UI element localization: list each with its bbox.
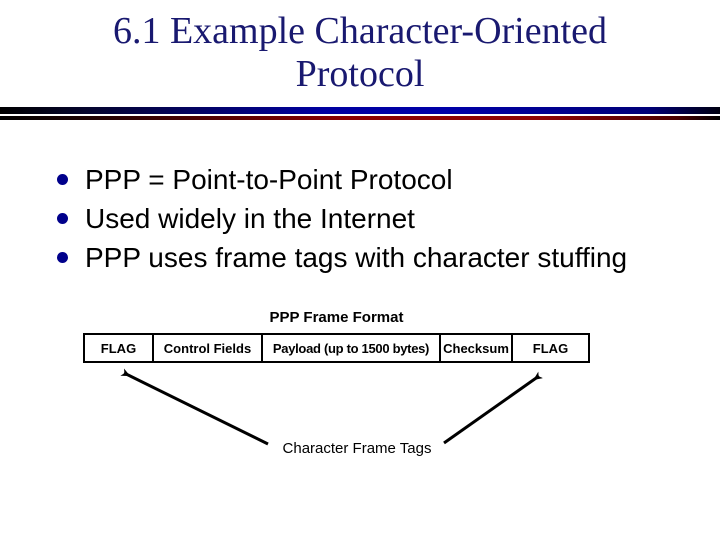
- bullet-list: PPP = Point-to-Point Protocol Used widel…: [57, 160, 627, 277]
- frame-format-table: FLAG Control Fields Payload (up to 1500 …: [83, 333, 590, 363]
- divider-red-bar: [0, 116, 720, 120]
- table-cell-checksum: Checksum: [441, 335, 513, 361]
- slide-title: 6.1 Example Character-Oriented Protocol: [112, 10, 608, 95]
- table-cell-control: Control Fields: [154, 335, 263, 361]
- table-cell-payload: Payload (up to 1500 bytes): [263, 335, 441, 361]
- frame-tag-arrows: [120, 368, 543, 446]
- right-frame-tag-arrow: [443, 371, 543, 445]
- left-frame-tag-arrow: [120, 368, 269, 446]
- frame-tags-label: Character Frame Tags: [282, 440, 432, 457]
- frame-format-caption: PPP Frame Format: [269, 309, 404, 326]
- bullet-icon: [57, 213, 68, 224]
- divider-gap: [0, 114, 720, 116]
- bullet-text: PPP = Point-to-Point Protocol: [85, 164, 453, 195]
- list-item: PPP = Point-to-Point Protocol: [57, 160, 627, 199]
- divider-blue-bar: [0, 107, 720, 114]
- bullet-icon: [57, 252, 68, 263]
- bullet-icon: [57, 174, 68, 185]
- list-item: Used widely in the Internet: [57, 199, 627, 238]
- bullet-text: PPP uses frame tags with character stuff…: [85, 242, 628, 273]
- bullet-text: Used widely in the Internet: [85, 203, 415, 234]
- table-cell-flag-right: FLAG: [532, 340, 569, 356]
- table-cell-flag-left: FLAG: [85, 335, 154, 361]
- list-item: PPP uses frame tags with character stuff…: [57, 238, 627, 277]
- title-divider: [0, 107, 720, 120]
